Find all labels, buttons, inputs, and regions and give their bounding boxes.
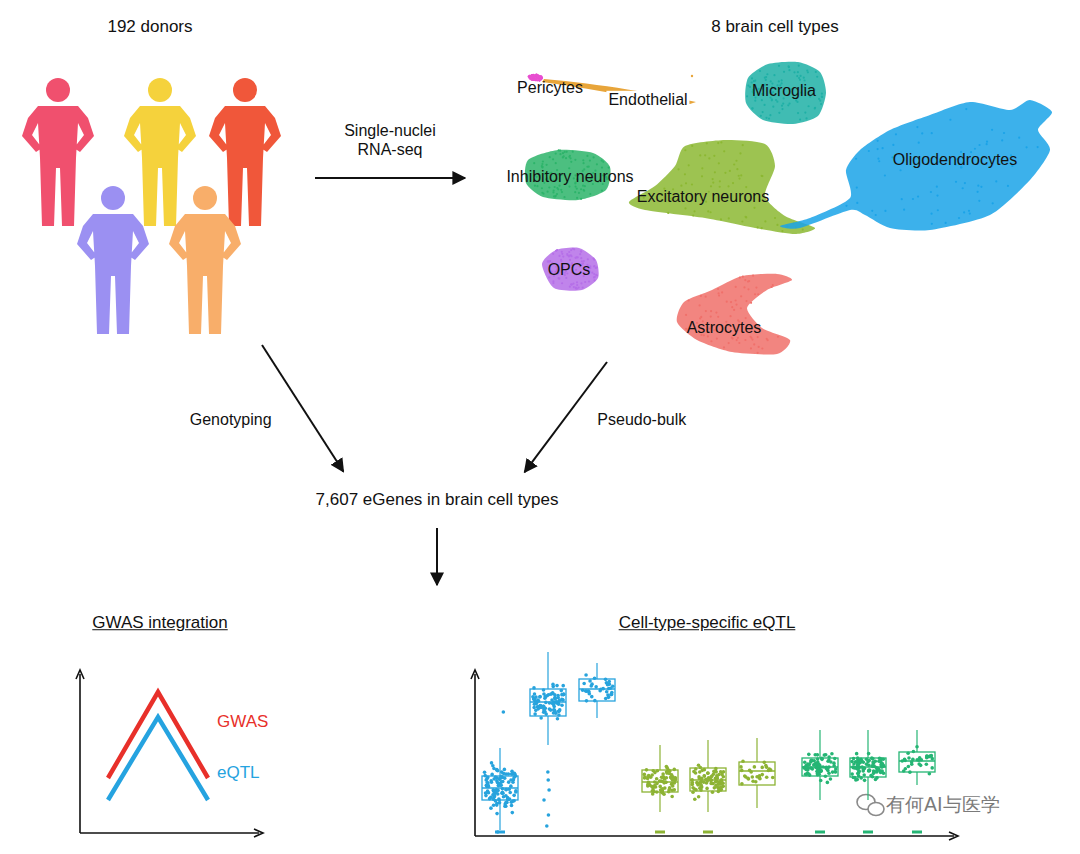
node-label: Inhibitory neurons — [506, 168, 633, 186]
cell-cluster — [780, 100, 1052, 231]
cell-dots — [547, 248, 598, 290]
cell-dots — [746, 65, 823, 121]
donor-group: 192 donors — [20, 10, 300, 345]
cell-cluster — [745, 62, 826, 124]
series-label: eQTL — [217, 763, 260, 783]
node-label: 192 donors — [107, 17, 192, 37]
node-label: Pericytes — [517, 79, 583, 97]
node-label: Oligodendrocytes — [893, 151, 1018, 169]
donor-figure — [77, 186, 149, 334]
flow-arrow — [262, 345, 343, 472]
down-arrow — [436, 528, 438, 585]
cell-cluster-label: Microglia — [738, 58, 830, 128]
watermark: 有何AI与医学 — [886, 792, 1000, 818]
result-box: 7,607 eGenes in brain cell types — [308, 485, 567, 515]
cell-cluster — [677, 274, 792, 355]
cell-cluster-label: Inhibitory neurons — [498, 145, 648, 207]
donor-figure — [124, 78, 196, 226]
donor-figure — [22, 78, 94, 226]
node-label: Excitatory neurons — [637, 188, 770, 206]
cell-cluster — [629, 140, 815, 234]
node-label: Endothelial — [606, 91, 689, 109]
cell-cluster-label: Pericytes — [510, 72, 594, 100]
node-label: 8 brain cell types — [711, 17, 839, 37]
node-label: Cell-type-specific eQTL — [619, 613, 796, 633]
peak-plot — [76, 670, 263, 837]
edge-label: Pseudo-bulk — [595, 411, 688, 430]
cell-dots — [643, 141, 804, 232]
cell-dots — [685, 275, 779, 354]
gwas-panel: GWAS integrationGWAS eQTL — [72, 608, 275, 845]
edge-label: Genotyping — [188, 411, 274, 430]
cell-cluster-label: Oligodendrocytes — [780, 90, 1065, 240]
node-label: GWAS integration — [92, 613, 227, 633]
node-art — [20, 10, 300, 345]
flow-arrow — [315, 177, 465, 179]
umap-panel: 8 brain cell typesPericytesEndothelial Mi… — [480, 10, 1072, 362]
edge-label: Single-nuclei RNA-seq — [328, 121, 452, 159]
donor-figure — [169, 186, 241, 334]
node-art — [672, 270, 796, 358]
node-label: Astrocytes — [687, 319, 762, 337]
wechat-icon — [857, 795, 884, 816]
node-label: Microglia — [752, 82, 816, 100]
cell-cluster — [542, 248, 599, 291]
box-plot — [471, 652, 958, 840]
series-label: GWAS — [217, 712, 268, 732]
cell-cluster-label: Astrocytes — [672, 270, 796, 358]
node-label: 7,607 eGenes in brain cell types — [316, 490, 559, 510]
cell-dots — [845, 108, 1038, 225]
donor-figure — [209, 78, 281, 226]
node-label: OPCs — [548, 261, 591, 279]
cell-cluster-label: OPCs — [534, 244, 604, 294]
